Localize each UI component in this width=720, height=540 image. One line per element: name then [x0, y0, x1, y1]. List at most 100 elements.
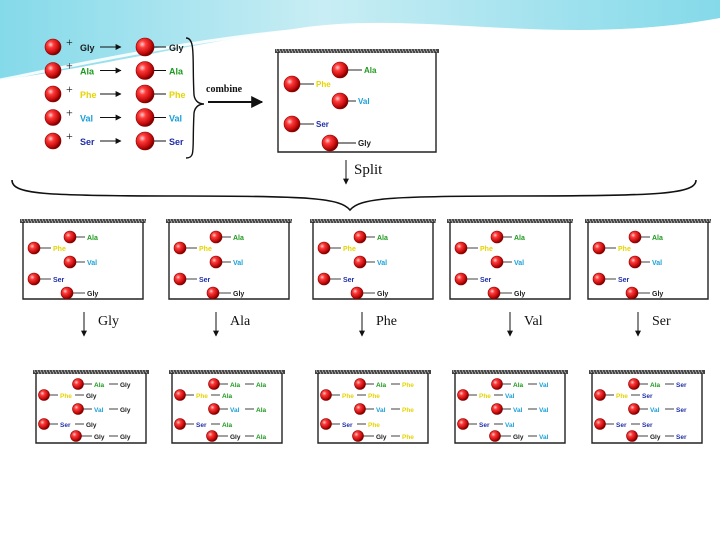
vessel-rim-hatch	[510, 218, 514, 224]
vessel-rim-hatch	[399, 369, 403, 375]
resin-bead	[489, 430, 501, 442]
vessel-rim-hatch	[669, 218, 673, 224]
resin-bead	[283, 75, 301, 93]
vessel-rim-hatch	[290, 48, 294, 54]
vessel-rim-hatch	[125, 218, 129, 224]
vessel-rim-hatch	[287, 48, 291, 54]
vessel-rim-hatch	[50, 218, 54, 224]
vessel-rim-hatch	[277, 369, 281, 375]
resin-bead	[594, 418, 606, 430]
vessel-rim-hatch	[370, 218, 374, 224]
vessel-rim-hatch	[386, 48, 390, 54]
vessel-rim-hatch	[661, 369, 665, 375]
vessel-rim-hatch	[211, 369, 215, 375]
vessel-rim-hatch	[220, 218, 224, 224]
vessel-rim-hatch	[540, 218, 544, 224]
vessel-rim-hatch	[507, 218, 511, 224]
resin-bead	[174, 418, 186, 430]
amino-acid-label: Gly	[358, 139, 371, 148]
vessel-rim-hatch	[226, 218, 230, 224]
vessel-rim-hatch	[235, 218, 239, 224]
vessel-rim-hatch	[289, 218, 293, 224]
vessel-rim-hatch	[486, 218, 490, 224]
vessel-rim-hatch	[398, 48, 402, 54]
vessel-rim-hatch	[404, 48, 408, 54]
vessel-rim-hatch	[624, 218, 628, 224]
vessel-rim-hatch	[660, 218, 664, 224]
vessel-rim-hatch	[640, 369, 644, 375]
vessel-beaker	[20, 218, 147, 300]
vessel-rim-hatch	[187, 369, 191, 375]
amino-acid-label: Val	[505, 393, 515, 400]
vessel-rim-hatch	[482, 369, 486, 375]
plus-sign: +	[66, 129, 73, 143]
coupling-label: Phe	[376, 314, 397, 329]
amino-acid-label: Ser	[480, 277, 492, 284]
vessel-rim-hatch	[296, 48, 300, 54]
vessel-rim-hatch	[615, 218, 619, 224]
resin-bead	[72, 378, 84, 390]
vessel-rim-hatch	[467, 369, 471, 375]
vessel-rim-hatch	[83, 218, 87, 224]
amino-acid-label: Gly	[169, 43, 184, 53]
vessel-rim-hatch	[305, 48, 309, 54]
vessel-rim-hatch	[485, 369, 489, 375]
vessel-rim-hatch	[610, 369, 614, 375]
coupling-step-val: Val	[507, 312, 543, 337]
amino-acid-label: Val	[169, 114, 182, 124]
resin-bead	[625, 286, 639, 300]
vessel-rim-hatch	[489, 218, 493, 224]
vessel-rim-hatch	[354, 369, 358, 375]
vessel-rim	[20, 219, 146, 223]
vessel-rim-hatch	[376, 218, 380, 224]
plus-sign: +	[66, 82, 73, 96]
vessel-rim-hatch	[388, 218, 392, 224]
vessel-rim-hatch	[536, 369, 540, 375]
vessel-rim-hatch	[630, 218, 634, 224]
vessel-rim-hatch	[603, 218, 607, 224]
vessel-rim-hatch	[126, 369, 130, 375]
vessel-rim-hatch	[363, 369, 367, 375]
vessel-rim-hatch	[675, 218, 679, 224]
vessel-rim-hatch	[409, 218, 413, 224]
vessel-rim-hatch	[277, 218, 281, 224]
vessel-rim-hatch	[411, 369, 415, 375]
coupling-label: Val	[524, 314, 543, 329]
vessel-rim-hatch	[51, 369, 55, 375]
vessel-rim-hatch	[634, 369, 638, 375]
vessel-rim-hatch	[539, 369, 543, 375]
vessel-rim-hatch	[419, 48, 423, 54]
vessel-rim-hatch	[116, 218, 120, 224]
amino-acid-label: Phe	[402, 382, 414, 389]
amino-acid-label: Val	[513, 407, 523, 414]
vessel-rim-hatch	[643, 369, 647, 375]
resin-bead	[206, 286, 220, 300]
vessel-rim-hatch	[344, 48, 348, 54]
amino-acid-label: Val	[233, 260, 243, 267]
amino-acid-label: Gly	[376, 434, 387, 441]
vessel-rim-hatch	[666, 218, 670, 224]
vessel-rim-hatch	[369, 369, 373, 375]
vessel-beaker	[315, 369, 431, 444]
resin-bead	[208, 403, 220, 415]
amino-acid-label: Phe	[53, 246, 66, 253]
amino-acid-label: Val	[377, 260, 387, 267]
vessel-rim-hatch	[613, 369, 617, 375]
vessel-rim-hatch	[318, 369, 322, 375]
vessel-wall	[454, 373, 566, 444]
amino-acid-label: Ser	[169, 137, 184, 147]
amino-acid-label: Phe	[618, 246, 631, 253]
resin-bead	[27, 241, 41, 255]
amino-acid-label: Gly	[230, 434, 241, 441]
vessel-rim-hatch	[271, 218, 275, 224]
vessel-rim-hatch	[351, 369, 355, 375]
vessel-rim-hatch	[250, 218, 254, 224]
resin-bead	[628, 403, 640, 415]
vessel-rim-hatch	[44, 218, 48, 224]
vessel-rim-hatch	[367, 218, 371, 224]
amino-acid-label: Gly	[650, 434, 661, 441]
vessel-rim-hatch	[259, 369, 263, 375]
